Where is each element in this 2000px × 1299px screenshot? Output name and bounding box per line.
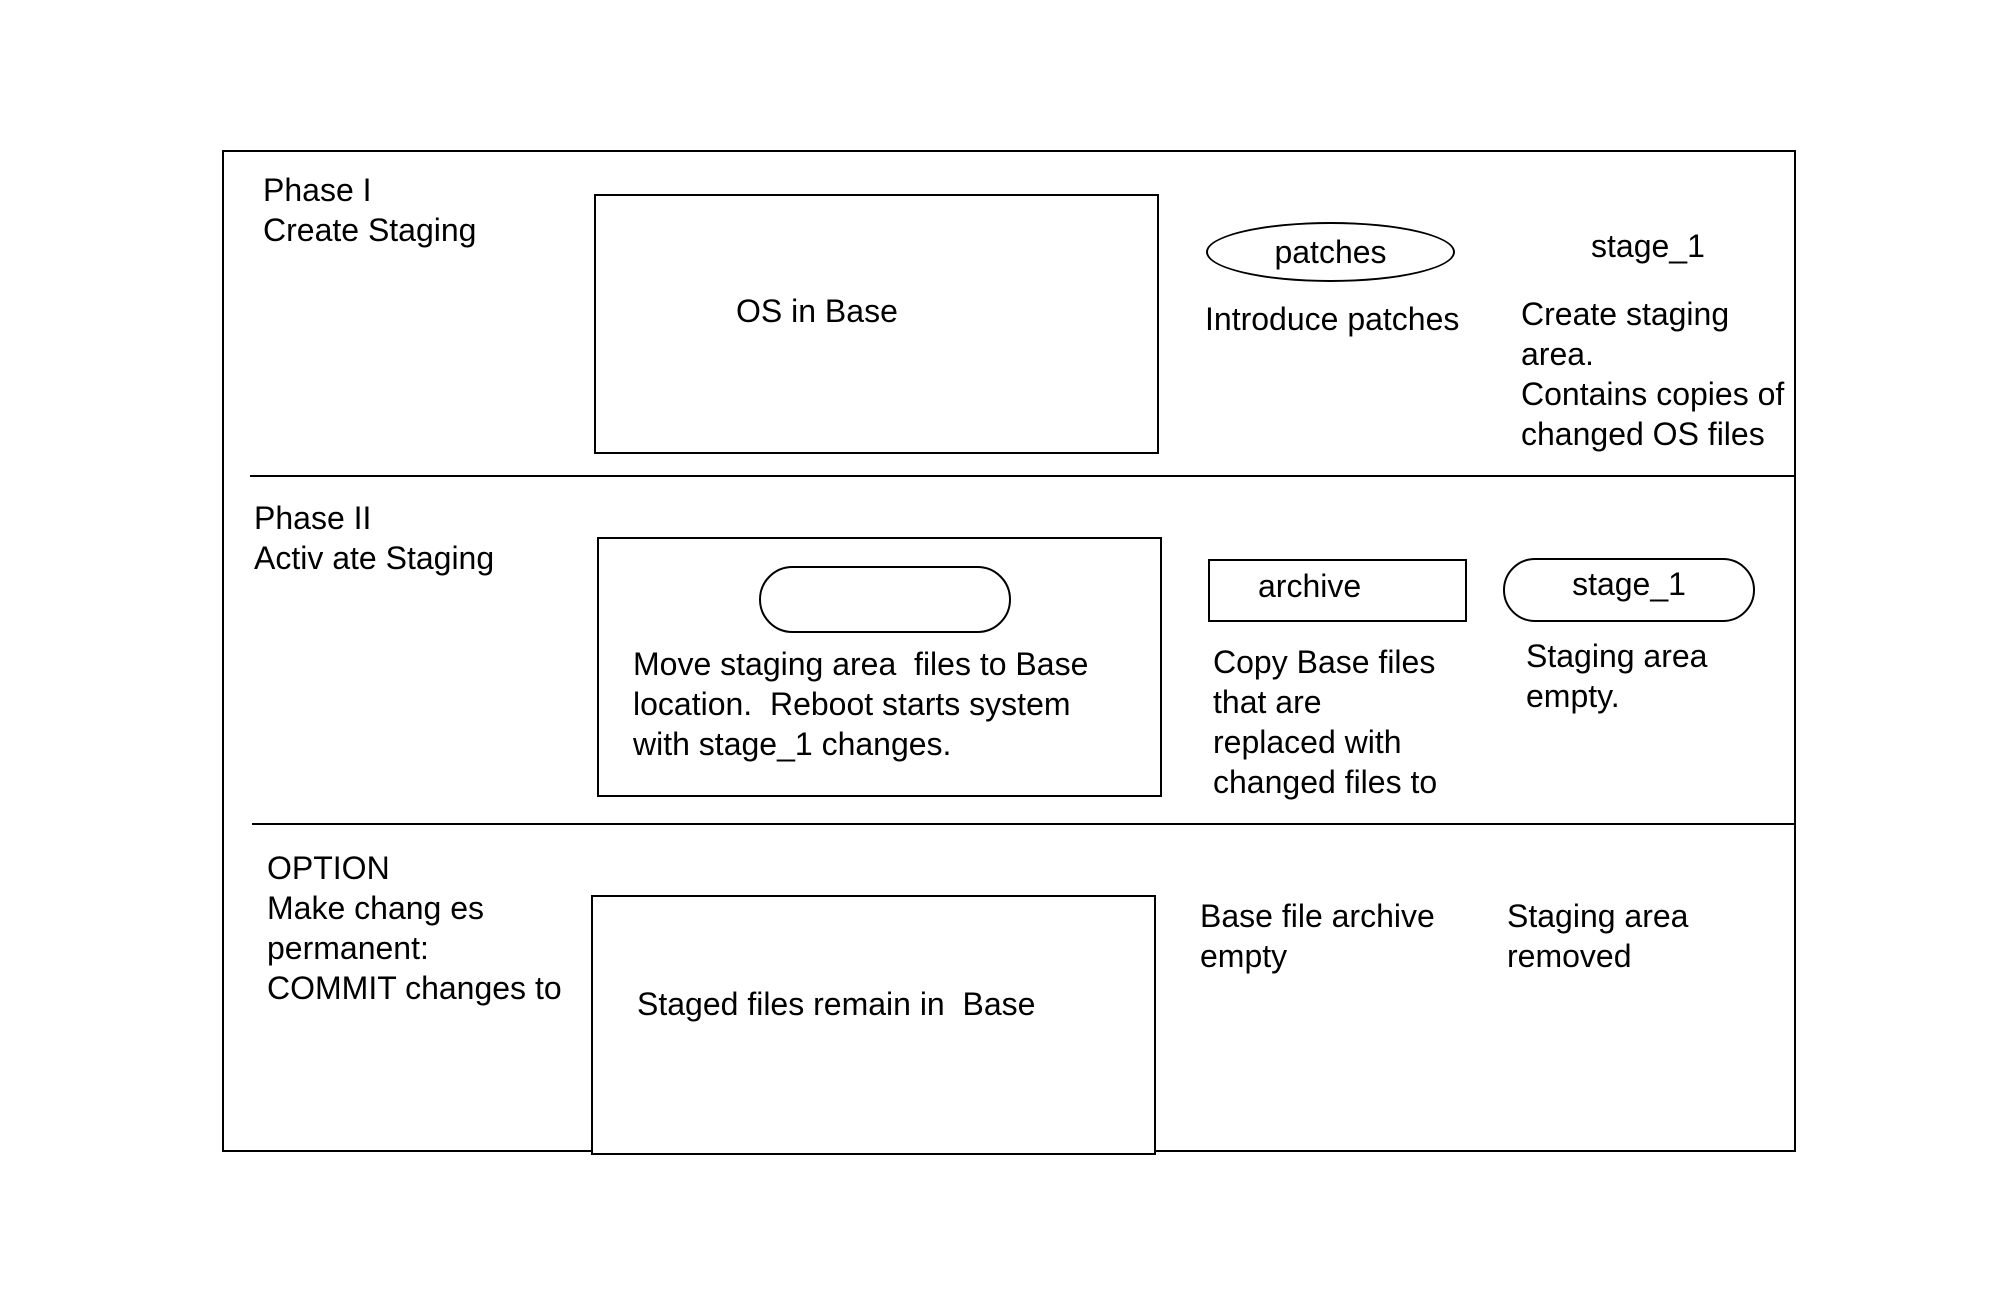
archive-box: archive (1208, 559, 1467, 622)
phase2-stage-pill: stage_1 (1503, 558, 1755, 622)
phase1-stage-caption: Create staging area. Contains copies of … (1521, 296, 1785, 452)
archive-empty-caption: Base file archive empty (1200, 898, 1435, 974)
option-title: OPTION Make chang es permanent: COMMIT c… (267, 850, 562, 1006)
phase2-title: Phase II (254, 500, 372, 536)
patches-label: patches (1274, 234, 1387, 270)
phase1-subtitle: Create Staging (263, 212, 477, 248)
staging-pill-empty (759, 566, 1011, 633)
phase2-subtitle: Activ ate Staging (254, 540, 495, 576)
move-staging-box: Move staging area files to Base location… (597, 537, 1162, 797)
phase2-stage-label: stage_1 (1572, 566, 1686, 602)
staged-files-label: Staged files remain in Base (637, 986, 1036, 1022)
phase1-title: Phase I (263, 172, 372, 208)
archive-caption: Copy Base files that are replaced with c… (1213, 644, 1438, 800)
os-in-base-box: OS in Base (594, 194, 1159, 454)
patches-ellipse: patches (1206, 222, 1455, 282)
phase-divider-2 (252, 823, 1796, 825)
patches-caption: Introduce patches (1205, 301, 1460, 337)
archive-label: archive (1258, 568, 1362, 604)
phase1-stage-label: stage_1 (1591, 228, 1705, 264)
os-in-base-label: OS in Base (736, 293, 898, 329)
move-staging-caption: Move staging area files to Base location… (633, 646, 1089, 762)
staging-removed-caption: Staging area removed (1507, 898, 1689, 974)
staged-files-box: Staged files remain in Base (591, 895, 1156, 1155)
phase-divider-1 (250, 475, 1796, 477)
phase2-stage-caption: Staging area empty. (1526, 638, 1708, 714)
